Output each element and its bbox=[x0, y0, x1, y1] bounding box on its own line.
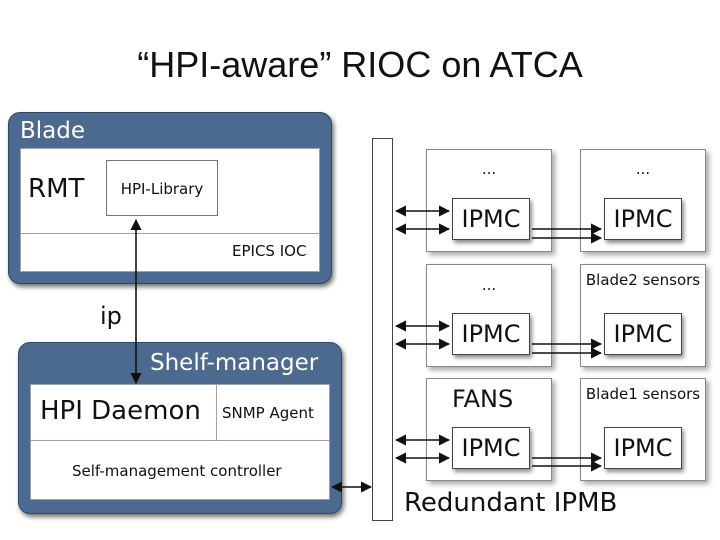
slide-title: “HPI-aware” RIOC on ATCA bbox=[137, 44, 583, 85]
blade-divider bbox=[20, 233, 320, 234]
board-row2-left-label: ... bbox=[481, 276, 497, 294]
rmt-label: RMT bbox=[28, 174, 85, 204]
ipmb-bus-bar bbox=[372, 138, 393, 521]
ipmc-box: IPMC bbox=[452, 427, 530, 469]
board-row1-left-label: ... bbox=[481, 160, 497, 178]
hpi-daemon-label: HPI Daemon bbox=[40, 396, 201, 426]
blade2-sensors-label: Blade2 sensors bbox=[585, 271, 701, 289]
redundant-ipmb-label: Redundant IPMB bbox=[404, 488, 618, 518]
ip-link-label: ip bbox=[100, 302, 122, 330]
ipmc-box: IPMC bbox=[604, 313, 682, 355]
ipmc-box: IPMC bbox=[452, 198, 530, 240]
blade-label: Blade bbox=[20, 118, 86, 144]
shelf-horizontal-divider bbox=[30, 440, 330, 441]
epics-ioc-label: EPICS IOC bbox=[232, 242, 307, 260]
board-row1-right-label: ... bbox=[635, 160, 651, 178]
fans-label: FANS bbox=[452, 385, 514, 413]
ipmc-box: IPMC bbox=[452, 313, 530, 355]
ipmc-box: IPMC bbox=[604, 427, 682, 469]
shelf-manager-label: Shelf-manager bbox=[150, 350, 319, 376]
self-management-controller-label: Self-management controller bbox=[72, 462, 282, 480]
blade1-sensors-label: Blade1 sensors bbox=[585, 385, 701, 403]
shelf-manager-content-box bbox=[30, 384, 330, 500]
shelf-vertical-divider bbox=[216, 384, 217, 440]
snmp-agent-label: SNMP Agent bbox=[222, 404, 314, 422]
ipmc-box: IPMC bbox=[604, 198, 682, 240]
hpi-library-box: HPI-Library bbox=[106, 160, 218, 216]
